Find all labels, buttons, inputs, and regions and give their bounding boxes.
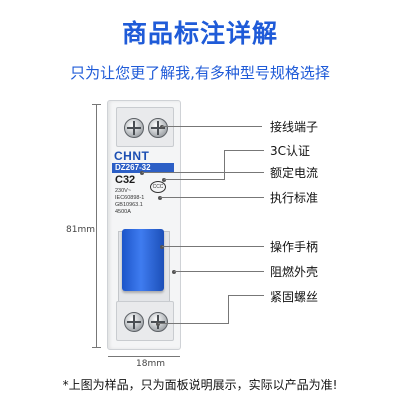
callout-line	[164, 179, 224, 180]
footer-note: *上图为样品，只为面板说明展示，实际以产品为准!	[62, 378, 338, 392]
brand-logo: CHNT	[114, 149, 150, 163]
annotation-standard: 执行标准	[270, 191, 319, 205]
circuit-breaker: CHNT DZ267-32 C32 CCC 230V~ IEC60898-1 G…	[107, 100, 181, 350]
operating-handle	[122, 229, 164, 291]
top-terminal	[116, 107, 174, 147]
callout-dot	[160, 125, 164, 129]
annotation-handle: 操作手柄	[270, 240, 319, 254]
annotation-terminal: 接线端子	[270, 120, 319, 134]
annotation-screw: 紧固螺丝	[270, 290, 319, 304]
spec-line: 230V~	[115, 188, 132, 194]
width-dimension-line	[108, 356, 180, 357]
callout-line	[174, 271, 264, 272]
callout-dot	[140, 171, 144, 175]
rated-current: C32	[115, 174, 136, 186]
annotation-3c-cert: 3C认证	[270, 144, 311, 158]
page-title: 商品标注详解	[121, 19, 278, 48]
spec-line: IEC60898-1	[115, 195, 145, 201]
spec-line: GB10963.1	[115, 202, 143, 208]
height-dimension-tick-bottom	[92, 347, 101, 348]
model-number: DZ267-32	[115, 163, 151, 172]
callout-dot	[158, 196, 162, 200]
screw-icon	[148, 118, 168, 138]
page-subtitle: 只为让您更了解我,有多种型号规格选择	[70, 64, 330, 82]
callout-line	[228, 295, 229, 324]
callout-line	[224, 150, 225, 180]
callout-dot	[162, 178, 166, 182]
callout-line	[158, 323, 228, 324]
screw-icon	[124, 118, 144, 138]
annotation-rated-current: 额定电流	[270, 166, 319, 180]
callout-line	[228, 295, 264, 296]
callout-dot	[160, 245, 164, 249]
bottom-terminal	[116, 301, 174, 341]
callout-line	[162, 126, 262, 127]
width-dimension-label: 18mm	[136, 359, 165, 369]
callout-dot	[172, 270, 176, 274]
ccc-mark-icon: CCC	[150, 181, 166, 193]
height-dimension-line	[96, 104, 97, 348]
callout-line	[224, 150, 264, 151]
model-band	[112, 163, 174, 173]
callout-line	[162, 246, 264, 247]
height-dimension-label: 81mm	[66, 225, 95, 235]
screw-icon	[124, 312, 144, 332]
callout-line	[142, 172, 264, 173]
spec-line: 4500A	[115, 209, 131, 215]
callout-dot	[156, 322, 160, 326]
annotation-housing: 阻燃外壳	[270, 265, 319, 279]
callout-line	[160, 197, 264, 198]
height-dimension-tick-top	[92, 104, 101, 105]
spec-text: 230V~ IEC60898-1 GB10963.1 4500A	[115, 188, 144, 216]
